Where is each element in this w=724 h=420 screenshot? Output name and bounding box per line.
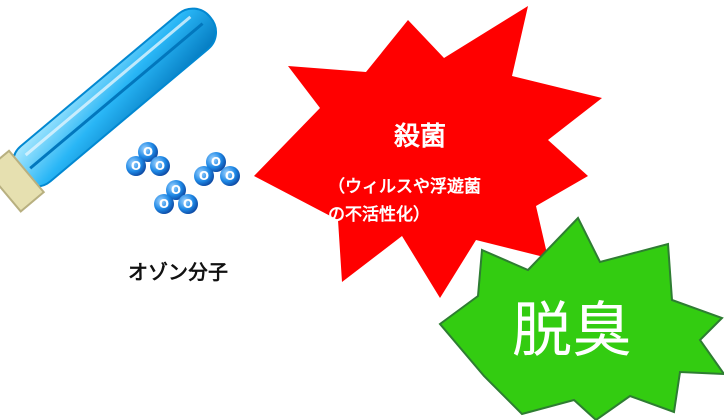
deodorize-title: 脱臭 xyxy=(512,296,632,366)
oxygen-atom-letter: O xyxy=(199,169,209,183)
oxygen-atom-letter: O xyxy=(225,169,235,183)
oxygen-atom-letter: O xyxy=(143,145,153,159)
oxygen-atom-letter: O xyxy=(159,197,169,211)
ozone-molecule-1 xyxy=(126,142,170,176)
sterilize-detail-line1: （ウィルスや浮遊菌 xyxy=(328,177,481,197)
deodorize-star-shape xyxy=(438,216,724,420)
ozone-molecule-label: オゾン分子 xyxy=(128,260,228,284)
uv-lamp-image xyxy=(0,7,218,213)
oxygen-atom-letter: O xyxy=(183,197,193,211)
oxygen-atom-letter: O xyxy=(211,155,221,169)
ozone-molecule-3 xyxy=(154,180,198,214)
lamp-base xyxy=(0,149,46,213)
oxygen-atom-letter: O xyxy=(171,183,181,197)
oxygen-atom-letter: O xyxy=(155,159,165,173)
ozone-molecule-2 xyxy=(194,152,240,186)
oxygen-atom-letter: O xyxy=(131,159,141,173)
sterilize-title: 殺菌 xyxy=(394,122,447,152)
sterilize-burst-shape xyxy=(254,6,602,298)
sterilize-detail-line2: の不活性化） xyxy=(328,205,430,225)
